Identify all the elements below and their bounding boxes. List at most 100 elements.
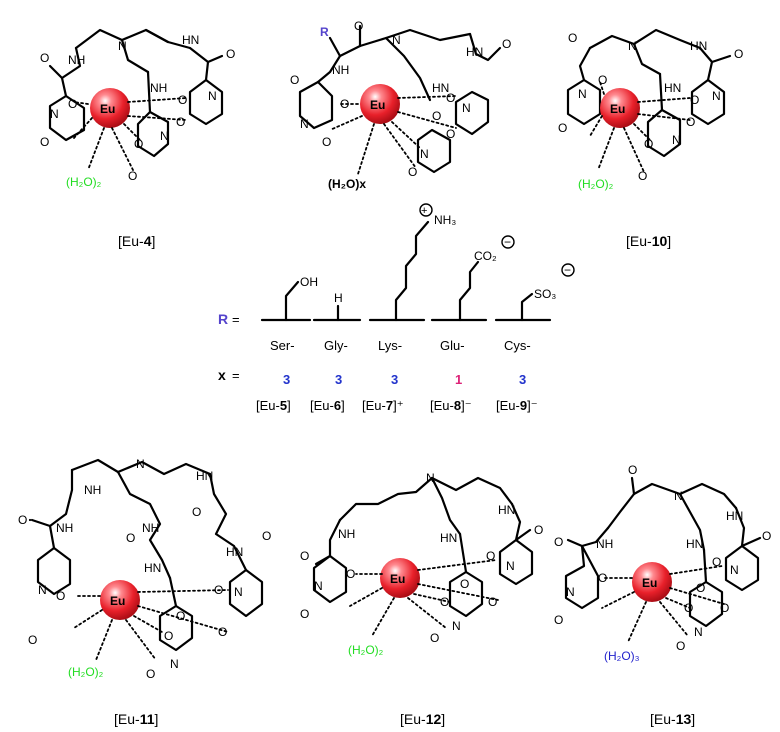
- svg-text:O: O: [488, 595, 497, 609]
- svg-text:O: O: [178, 93, 187, 107]
- svg-text:O: O: [762, 529, 771, 543]
- svg-text:O: O: [300, 549, 309, 563]
- svg-text:Gly-: Gly-: [324, 338, 348, 353]
- svg-text:O: O: [40, 51, 49, 65]
- svg-text:Eu: Eu: [110, 594, 125, 608]
- svg-text:N: N: [300, 117, 309, 131]
- svg-text:NH: NH: [596, 537, 613, 551]
- svg-text:N: N: [628, 39, 637, 53]
- svg-text:O: O: [322, 135, 331, 149]
- svg-text:HN: HN: [664, 81, 681, 95]
- svg-text:O: O: [408, 165, 417, 179]
- svg-text:N: N: [170, 657, 179, 671]
- water-label: (H₂O)₂: [66, 175, 102, 189]
- water-label: (H₂O)x: [328, 177, 366, 191]
- svg-text:Eu: Eu: [610, 102, 625, 116]
- svg-text:=: =: [232, 368, 240, 383]
- complex-eu-5-9: R Eu O NH N HN O O O N O HN O N O N O O …: [290, 19, 511, 191]
- svg-text:Glu-: Glu-: [440, 338, 465, 353]
- svg-text:1: 1: [455, 372, 462, 387]
- svg-text:CO₂: CO₂: [474, 249, 497, 263]
- svg-text:O: O: [18, 513, 27, 527]
- svg-text:O: O: [446, 91, 455, 105]
- svg-text:O: O: [134, 137, 143, 151]
- svg-text:N: N: [426, 471, 435, 485]
- svg-text:HN: HN: [226, 545, 243, 559]
- svg-text:O: O: [300, 607, 309, 621]
- svg-text:+: +: [421, 205, 427, 217]
- svg-text:N: N: [50, 107, 59, 121]
- svg-text:N: N: [314, 579, 323, 593]
- svg-text:HN: HN: [440, 531, 457, 545]
- svg-text:O: O: [56, 589, 65, 603]
- svg-text:N: N: [712, 89, 721, 103]
- svg-text:NH: NH: [332, 63, 349, 77]
- svg-text:N: N: [160, 129, 169, 143]
- svg-text:N: N: [118, 39, 127, 53]
- svg-text:O: O: [486, 549, 495, 563]
- svg-text:O: O: [628, 463, 637, 477]
- svg-text:O: O: [534, 523, 543, 537]
- svg-text:N: N: [566, 585, 575, 599]
- svg-text:O: O: [28, 633, 37, 647]
- svg-text:N: N: [506, 559, 515, 573]
- water-label: (H₂O)₂: [348, 643, 384, 657]
- svg-text:O: O: [690, 93, 699, 107]
- svg-text:3: 3: [335, 372, 342, 387]
- svg-text:−: −: [504, 235, 511, 249]
- svg-text:NH: NH: [84, 483, 101, 497]
- svg-text:H: H: [334, 291, 343, 305]
- complex-eu-10: Eu O N HN O O N O N O HN O N O O (H₂O)₂ …: [558, 28, 743, 249]
- svg-text:O: O: [432, 109, 441, 123]
- svg-text:N: N: [208, 89, 217, 103]
- svg-text:HN: HN: [196, 469, 213, 483]
- svg-text:[Eu-7]⁺: [Eu-7]⁺: [362, 398, 404, 413]
- svg-text:O: O: [734, 47, 743, 61]
- svg-text:Eu: Eu: [390, 572, 405, 586]
- svg-text:O: O: [192, 505, 201, 519]
- svg-text:3: 3: [283, 372, 290, 387]
- svg-text:O: O: [554, 613, 563, 627]
- svg-text:NH: NH: [142, 521, 159, 535]
- svg-text:N: N: [392, 33, 401, 47]
- compound-label: [Eu-4]: [118, 233, 155, 249]
- svg-text:[Eu-6]: [Eu-6]: [310, 398, 345, 413]
- svg-text:Cys-: Cys-: [504, 338, 531, 353]
- svg-text:N: N: [672, 133, 681, 147]
- compound-label: [Eu-12]: [400, 711, 445, 727]
- svg-text:O: O: [720, 601, 729, 615]
- svg-text:O: O: [712, 555, 721, 569]
- svg-text:OH: OH: [300, 275, 318, 289]
- svg-text:Eu: Eu: [370, 98, 385, 112]
- svg-text:O: O: [684, 601, 693, 615]
- svg-text:O: O: [568, 31, 577, 45]
- svg-text:O: O: [558, 121, 567, 135]
- svg-text:N: N: [38, 583, 47, 597]
- svg-text:[Eu-5]: [Eu-5]: [256, 398, 291, 413]
- svg-text:O: O: [176, 609, 185, 623]
- substituent-table: R = x = OH Ser- 3 [Eu-5] H Gly- 3 [Eu-6]…: [218, 203, 575, 413]
- water-label: (H₂O)₂: [68, 665, 104, 679]
- svg-text:O: O: [346, 567, 355, 581]
- svg-text:=: =: [232, 312, 240, 327]
- svg-text:N: N: [420, 147, 429, 161]
- svg-text:N: N: [730, 563, 739, 577]
- svg-text:O: O: [638, 169, 647, 183]
- svg-text:O: O: [598, 571, 607, 585]
- svg-text:O: O: [598, 73, 607, 87]
- svg-text:O: O: [430, 631, 439, 645]
- svg-text:Eu: Eu: [642, 576, 657, 590]
- svg-text:HN: HN: [144, 561, 161, 575]
- svg-text:O: O: [340, 97, 349, 111]
- svg-text:N: N: [136, 457, 145, 471]
- svg-text:HN: HN: [182, 33, 199, 47]
- svg-text:O: O: [128, 169, 137, 183]
- svg-text:O: O: [262, 529, 271, 543]
- svg-text:Ser-: Ser-: [270, 338, 295, 353]
- svg-text:N: N: [578, 87, 587, 101]
- svg-text:O: O: [176, 115, 185, 129]
- svg-text:R: R: [320, 25, 329, 39]
- compound-label: [Eu-11]: [114, 711, 158, 727]
- svg-text:O: O: [164, 629, 173, 643]
- svg-text:O: O: [460, 577, 469, 591]
